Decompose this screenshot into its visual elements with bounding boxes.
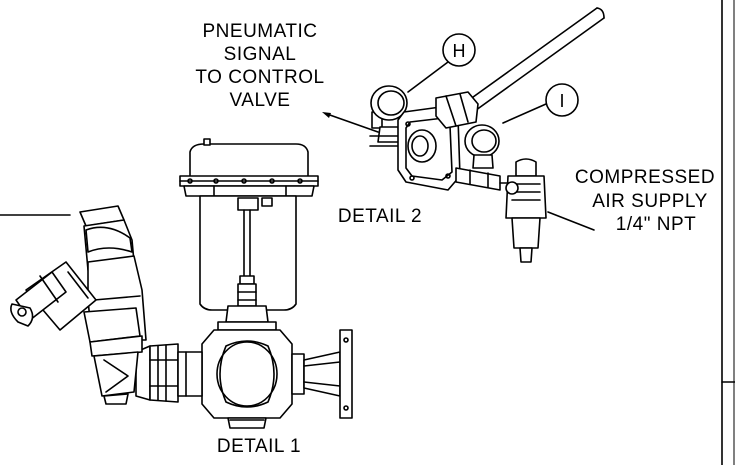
drawing-border	[721, 0, 735, 466]
callout-h: H	[407, 33, 476, 93]
actuator-housing	[179, 138, 319, 197]
callout-i: I	[502, 83, 579, 124]
compressed-line-3: 1/4" NPT	[616, 214, 696, 235]
supply-rod	[454, 7, 605, 119]
pneumatic-leader	[322, 112, 379, 133]
detail-2-assembly	[369, 7, 605, 263]
compressed-line-2: AIR SUPPLY	[592, 191, 708, 212]
supply-piping	[455, 167, 501, 191]
pneumatic-line-3: TO CONTROL	[195, 67, 324, 88]
inlet-union	[135, 343, 203, 403]
pneumatic-signal-label: PNEUMATIC SIGNAL TO CONTROL VALVE	[195, 21, 324, 111]
callout-i-letter: I	[559, 91, 564, 111]
valve-body	[201, 329, 293, 429]
pneumatic-line-4: VALVE	[230, 90, 291, 111]
filter-regulator	[499, 158, 547, 263]
detail-1-assembly	[10, 138, 353, 429]
compressed-line-1: COMPRESSED	[575, 167, 715, 188]
detail-2-label: DETAIL 2	[338, 206, 422, 227]
compressed-air-label: COMPRESSED AIR SUPPLY 1/4" NPT	[575, 167, 715, 235]
regulator-body	[397, 91, 479, 191]
outlet-pipe	[291, 329, 353, 419]
compressed-leader	[547, 211, 595, 231]
actuator-yoke	[199, 195, 297, 311]
callout-h-letter: H	[453, 41, 466, 61]
y-strainer	[10, 205, 147, 405]
pneumatic-line-1: PNEUMATIC	[203, 21, 318, 42]
pneumatic-line-2: SIGNAL	[224, 44, 297, 65]
gauge-right	[464, 124, 500, 169]
detail-1-label: DETAIL 1	[217, 436, 301, 457]
